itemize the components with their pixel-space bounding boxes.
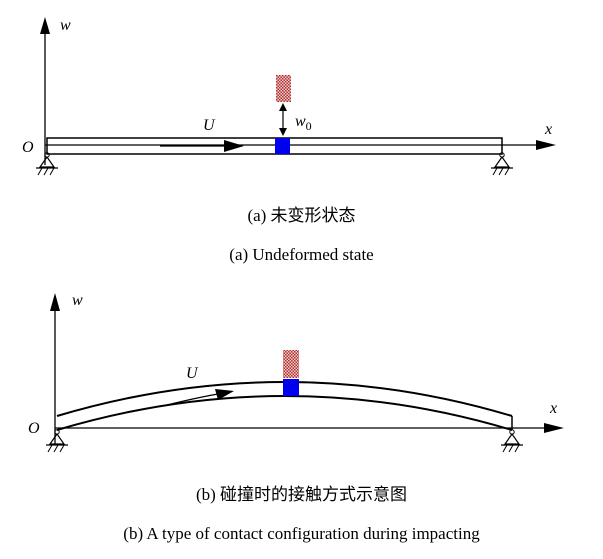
velocity-arrow-b xyxy=(162,393,219,407)
x-axis-label-b: x xyxy=(549,400,557,417)
gap-arrowhead-top-a xyxy=(279,103,287,111)
x-axis-arrow-a xyxy=(536,140,556,150)
impacting-mass-b xyxy=(283,350,299,378)
velocity-arrowhead-a xyxy=(224,140,244,152)
impacting-mass-a xyxy=(276,75,291,102)
origin-label-a: O xyxy=(22,139,34,156)
caption-b-english: (b) A type of contact configuration duri… xyxy=(123,524,480,543)
contact-block-a xyxy=(275,138,290,154)
beam-lower-edge-b xyxy=(56,395,513,431)
origin-label-b: O xyxy=(28,420,40,437)
left-support-a xyxy=(36,152,58,176)
caption-a-english: (a) Undeformed state xyxy=(229,245,374,264)
right-support-b xyxy=(501,429,523,453)
gap-arrowhead-bottom-a xyxy=(279,128,287,136)
gap-label-a: w0 xyxy=(295,113,312,133)
right-support-a xyxy=(491,152,513,176)
velocity-arrowhead-b xyxy=(215,389,234,400)
w-axis-arrow-a xyxy=(40,17,50,34)
contact-block-b xyxy=(283,379,299,396)
panel-a: w x O U w0 xyxy=(22,17,556,176)
velocity-label-b: U xyxy=(186,365,199,382)
left-support-b xyxy=(46,429,68,453)
w-axis-label-b: w xyxy=(72,292,83,309)
w-axis-arrow-b xyxy=(50,293,60,311)
x-axis-arrow-b xyxy=(544,423,564,433)
velocity-label-a: U xyxy=(203,117,216,134)
w-axis-label-a: w xyxy=(60,17,71,34)
panel-b: w x O U xyxy=(28,292,564,453)
beam-a xyxy=(46,137,503,155)
caption-b-chinese: (b) 碰撞时的接触方式示意图 xyxy=(195,485,408,504)
x-axis-label-a: x xyxy=(544,121,552,138)
caption-a-chinese: (a) 未变形状态 xyxy=(247,206,356,225)
